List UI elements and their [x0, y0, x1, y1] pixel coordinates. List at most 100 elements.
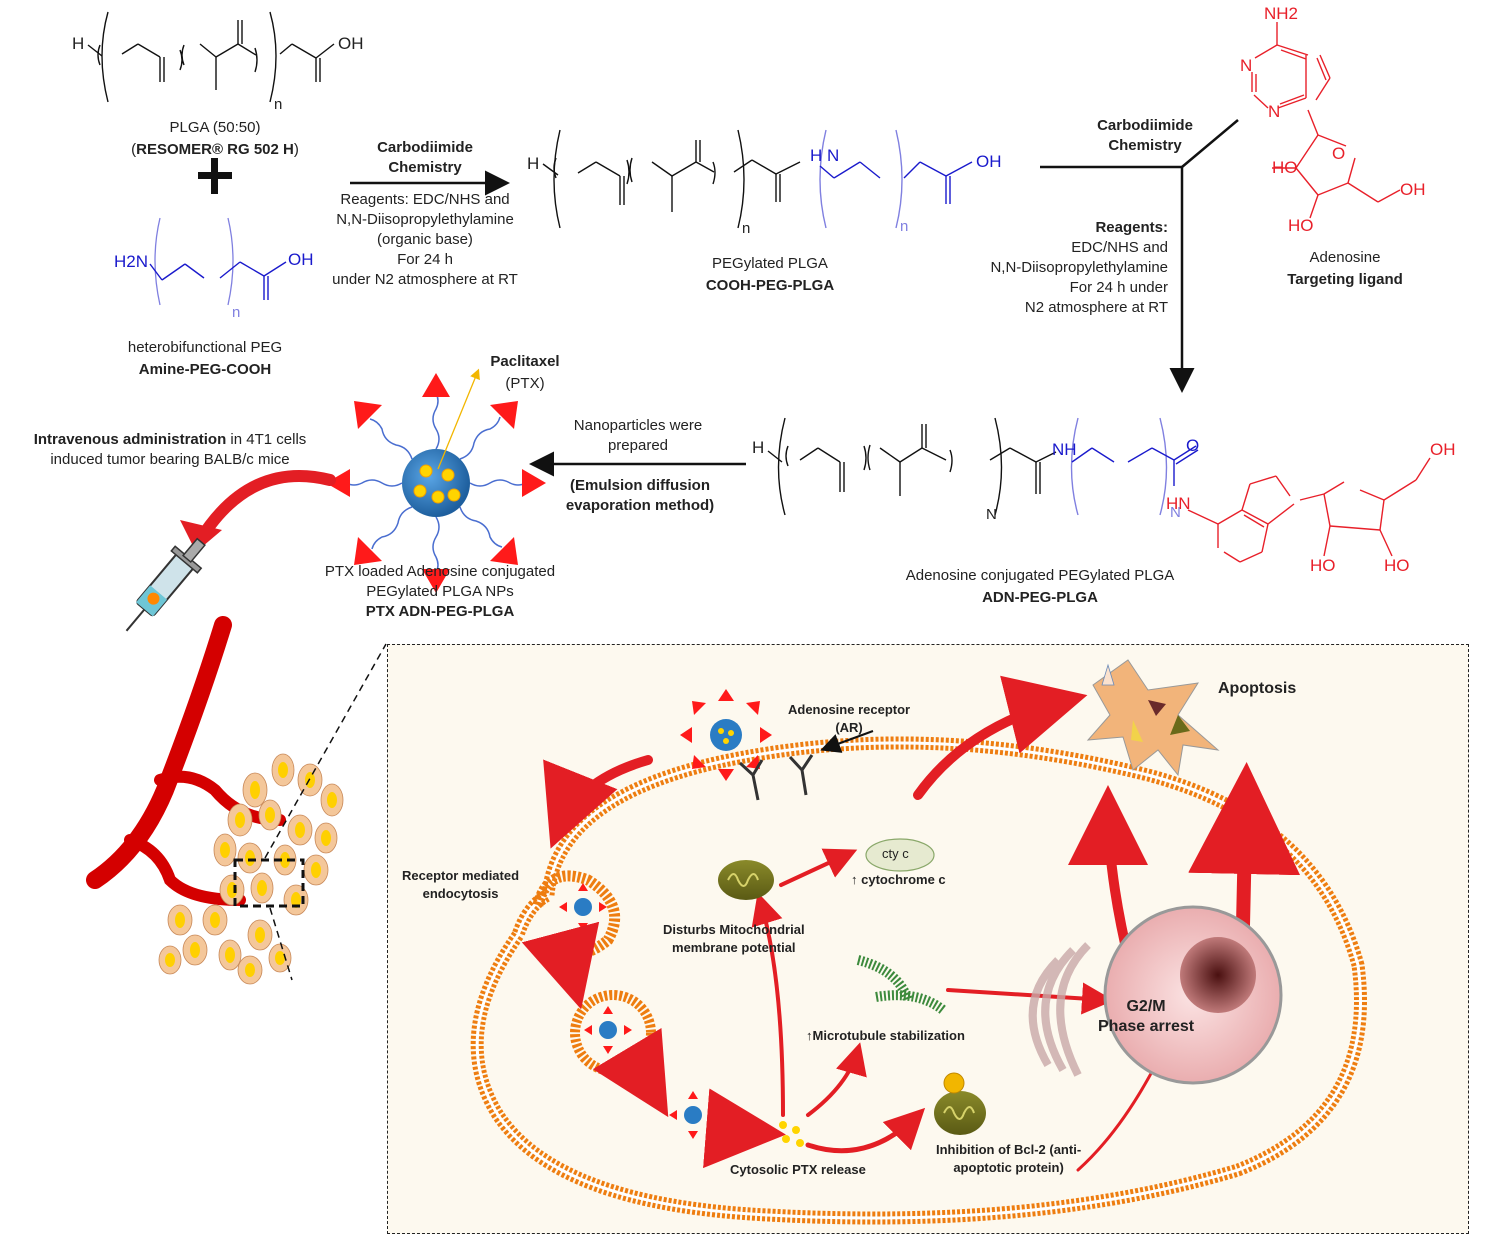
- arrow2-condition: N2 atmosphere at RT: [1024, 299, 1168, 316]
- adenosine-atom-oh: OH: [1400, 180, 1426, 199]
- adn-peg-plga-code: ADN-PEG-PLGA: [982, 589, 1098, 606]
- arrow1-condition: N,N-Diisopropylethylamine: [336, 211, 514, 228]
- reaction-arrow-2: [1040, 119, 1239, 393]
- administration-arrow: [194, 470, 336, 546]
- zoom-guide-bottom: [269, 907, 293, 981]
- adenosine-structure: [1251, 22, 1401, 219]
- microtubule-icon: [856, 955, 947, 1015]
- administration-rest: in 4T1 cells: [226, 431, 307, 448]
- adn-peg-plga-atom-o: O: [1186, 436, 1200, 455]
- arrow3-line2: prepared: [607, 437, 669, 454]
- arrow1-conditions: Reagents: EDC/NHS and N,N-Diisopropyleth…: [318, 190, 532, 290]
- nanoparticle-top: [680, 689, 772, 781]
- adenosine-atom-n: N: [1268, 102, 1281, 121]
- receptor-label-line1: Adenosine receptor: [788, 702, 911, 717]
- plga-code-open: (: [131, 141, 137, 158]
- apoptotic-cell-icon: [1086, 659, 1220, 777]
- arrow3-line1: Nanoparticles were: [573, 417, 703, 434]
- bcl2-label: Inhibition of Bcl-2 (anti- apoptotic pro…: [936, 1141, 1081, 1177]
- cooh-peg-plga-code: COOH-PEG-PLGA: [705, 277, 835, 294]
- adenosine-receptor-icon: [738, 730, 874, 801]
- adenosine-atom-o: O: [1332, 144, 1346, 163]
- cooh-peg-plga-atom-nh: H N: [810, 146, 840, 165]
- plga-code-close: ): [293, 141, 299, 158]
- plga-code-text: RESOMER® RG 502 H: [136, 141, 294, 158]
- arrow2-title-line2: Chemistry: [1108, 137, 1182, 154]
- plga-atom-h: H: [72, 34, 85, 53]
- cooh-peg-plga-name: PEGylated PLGA: [712, 255, 828, 272]
- plga-name: PLGA (50:50): [169, 119, 261, 136]
- nanoparticle-code: PTX ADN-PEG-PLGA: [365, 603, 515, 620]
- peg-atom-h2n: H2N: [114, 252, 149, 271]
- adenosine-atom-ho: HO: [1288, 216, 1314, 235]
- arrow3-method: (Emulsion diffusion evaporation method): [540, 476, 740, 516]
- arrow2-title: Carbodiimide Chemistry: [1070, 116, 1220, 156]
- arrow1-condition: For 24 h: [397, 251, 453, 268]
- arrow3-text: Nanoparticles were prepared: [548, 416, 728, 456]
- adn-peg-plga-atom-ho: HO: [1384, 556, 1410, 575]
- arrow1-condition: under N2 atmosphere at RT: [332, 271, 518, 288]
- arrow2-title-line1: Carbodiimide: [1097, 117, 1193, 134]
- nanoparticle-caption-line2: PEGylated PLGA NPs: [366, 583, 514, 600]
- mechanism-graphics: [470, 659, 1367, 1225]
- adenosine-name: Adenosine: [1309, 249, 1381, 266]
- arrow3-method-line1: (Emulsion diffusion: [570, 477, 710, 494]
- adenosine-atom-nh2: NH2: [1264, 4, 1299, 23]
- adn-peg-plga-atom-hn: HN: [1166, 494, 1191, 513]
- adenosine-atom-n: N: [1240, 56, 1253, 75]
- adn-peg-plga-name: Adenosine conjugated PEGylated PLGA: [905, 567, 1175, 584]
- arrest-label-line1: G2/M: [1126, 998, 1166, 1015]
- arrow1-condition: Reagents: EDC/NHS and: [340, 191, 510, 208]
- zoom-guide-top: [264, 643, 387, 859]
- administration-bold: Intravenous administration: [33, 431, 227, 448]
- arrest-label-line2: Phase arrest: [1098, 1018, 1195, 1035]
- plga-structure: [87, 11, 335, 103]
- cooh-peg-plga-atom-h: H: [527, 154, 540, 173]
- apoptosis-label: Apoptosis: [1218, 680, 1297, 697]
- adn-peg-plga-atom-ho: HO: [1310, 556, 1336, 575]
- nucleus-icon: [1028, 905, 1283, 1085]
- adn-peg-plga-peg-subscript-n: N: [1170, 504, 1181, 521]
- adenosine-atom-ho: HO: [1272, 158, 1298, 177]
- mitochondrial-label: Disturbs Mitochondrial membrane potentia…: [663, 921, 805, 957]
- adn-peg-plga-atom-oh: OH: [1430, 440, 1456, 459]
- adenosine-role: Targeting ligand: [1287, 271, 1403, 288]
- cooh-peg-plga-structure: [542, 129, 973, 229]
- arrow3-method-line2: evaporation method): [565, 497, 715, 514]
- arrow2-conditions: Reagents: EDC/NHS and N,N-Diisopropyleth…: [960, 218, 1168, 318]
- receptor-label-line2: (AR): [835, 720, 863, 735]
- nanoparticle-caption-line1: PTX loaded Adenosine conjugated: [324, 563, 556, 580]
- cooh-peg-plga-peg-subscript-n: n: [900, 218, 909, 235]
- plus-sign: [198, 158, 232, 194]
- plga-subscript-n: n: [274, 96, 283, 113]
- plga-code: (RESOMER® RG 502 H): [110, 140, 320, 160]
- administration-label: Intravenous administration in 4T1 cells …: [10, 430, 330, 470]
- cytochrome-c-badge-text: cty c: [882, 846, 909, 861]
- peg-subscript-n: n: [232, 304, 241, 321]
- tumor-cells: [158, 753, 344, 985]
- adn-peg-plga-subscript-n: N: [986, 506, 997, 523]
- endocytosis-label-line2: endocytosis: [422, 886, 499, 901]
- ptx-release-icon: [779, 1121, 804, 1147]
- adn-peg-plga-atom-h: H: [752, 438, 765, 457]
- endocytosis-label-line1: Receptor mediated: [402, 868, 520, 883]
- ptx-release-label: Cytosolic PTX release: [730, 1162, 866, 1177]
- mitochondrial-label-line2: membrane potential: [672, 940, 796, 955]
- bcl2-label-line1: Inhibition of Bcl-2 (anti-: [936, 1142, 1082, 1157]
- administration-line2: induced tumor bearing BALB/c mice: [50, 451, 290, 468]
- adn-peg-plga-atom-nh: NH: [1052, 440, 1077, 459]
- mitochondrion-icon: [718, 860, 774, 900]
- nanoparticle-caption: PTX loaded Adenosine conjugated PEGylate…: [300, 562, 580, 622]
- cytochrome-c-badge: [865, 838, 935, 872]
- peg-code: Amine-PEG-COOH: [138, 361, 272, 378]
- mitochondrial-label-line1: Disturbs Mitochondrial: [663, 922, 805, 937]
- arrow2-reagents-label: Reagents:: [1095, 219, 1168, 236]
- arrow2-condition: N,N-Diisopropylethylamine: [990, 259, 1168, 276]
- peg-name: heterobifunctional PEG: [127, 339, 283, 356]
- bcl2-mitochondrion-icon: [934, 1072, 986, 1135]
- cell-cycle-arrest-label: G2/M Phase arrest: [1098, 997, 1194, 1037]
- arrow1-title-line2: Chemistry: [388, 159, 462, 176]
- zoom-region-box: [233, 858, 305, 908]
- microtubule-label: ↑Microtubule stabilization: [806, 1028, 965, 1043]
